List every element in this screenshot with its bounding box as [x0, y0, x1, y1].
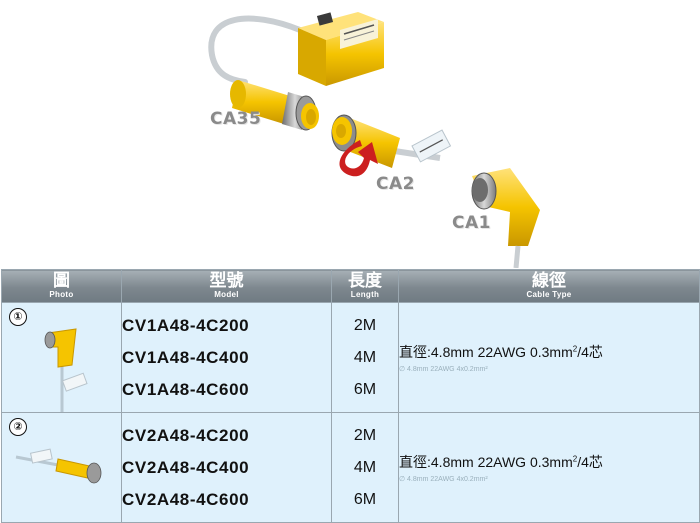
model-number: CV1A48-4C600	[122, 379, 250, 399]
model-number: CV2A48-4C600	[122, 489, 250, 509]
header-photo: 圖 Photo	[1, 269, 122, 303]
cable-spec: 直徑:4.8mm 22AWG 0.3mm2/4芯	[399, 454, 603, 470]
cable-spec-english: ∅ 4.8mm 22AWG 4x0.2mm²	[399, 476, 488, 483]
length-cell: 2M 4M 6M	[331, 302, 399, 413]
header-cable-type: 線徑 Cable Type	[398, 269, 700, 303]
label-ca35: CA35	[210, 109, 262, 129]
cable-type-cell: 直徑:4.8mm 22AWG 0.3mm2/4芯 ∅ 4.8mm 22AWG 4…	[398, 302, 700, 413]
label-ca2: CA2	[376, 174, 415, 194]
table-header-row: 圖 Photo 型號 Model 長度 Length 線徑 Cable Type	[1, 269, 700, 303]
ca2-connector	[331, 114, 452, 177]
length-value: 2M	[353, 316, 377, 334]
model-number: CV2A48-4C200	[122, 425, 250, 445]
right-angle-connector-photo	[44, 328, 88, 412]
cable-spec-english: ∅ 4.8mm 22AWG 4x0.2mm²	[399, 366, 488, 373]
length-value: 4M	[353, 458, 377, 476]
cable-type-cell: 直徑:4.8mm 22AWG 0.3mm2/4芯 ∅ 4.8mm 22AWG 4…	[398, 412, 700, 523]
length-value: 4M	[353, 348, 377, 366]
rotation-arrow-icon	[339, 140, 378, 177]
header-length: 長度 Length	[331, 269, 399, 303]
row-number-badge: ①	[9, 308, 27, 326]
length-value: 6M	[353, 380, 377, 398]
straight-connector-photo	[15, 448, 102, 484]
photo-cell: ①	[1, 302, 122, 413]
ca1-connector	[471, 168, 540, 269]
header-model: 型號 Model	[121, 269, 332, 303]
photo-cell: ②	[1, 412, 122, 523]
connector-diagram	[208, 12, 540, 269]
table-row: ① CV1A48-4C200 CV1A48-4C400 CV1A48-4C600…	[1, 302, 700, 413]
model-number: CV1A48-4C400	[122, 347, 250, 367]
length-value: 2M	[353, 426, 377, 444]
length-value: 6M	[353, 490, 377, 508]
cable-spec: 直徑:4.8mm 22AWG 0.3mm2/4芯	[399, 344, 603, 360]
model-number: CV1A48-4C200	[122, 315, 250, 335]
product-illustration: CA35 CA2 CA1	[208, 12, 540, 269]
model-cell: CV2A48-4C200 CV2A48-4C400 CV2A48-4C600	[121, 412, 332, 523]
row-number-badge: ②	[9, 418, 27, 436]
sensor-cable	[208, 15, 303, 85]
label-ca1: CA1	[452, 213, 491, 233]
model-cell: CV1A48-4C200 CV1A48-4C400 CV1A48-4C600	[121, 302, 332, 413]
table-row: ② CV2A48-4C200 CV2A48-4C400 CV2A48-4C600…	[1, 412, 700, 523]
ca35-connector	[230, 80, 319, 131]
length-cell: 2M 4M 6M	[331, 412, 399, 523]
spec-table: 圖 Photo 型號 Model 長度 Length 線徑 Cable Type	[1, 269, 700, 523]
model-number: CV2A48-4C400	[122, 457, 250, 477]
proximity-sensor	[298, 12, 384, 86]
